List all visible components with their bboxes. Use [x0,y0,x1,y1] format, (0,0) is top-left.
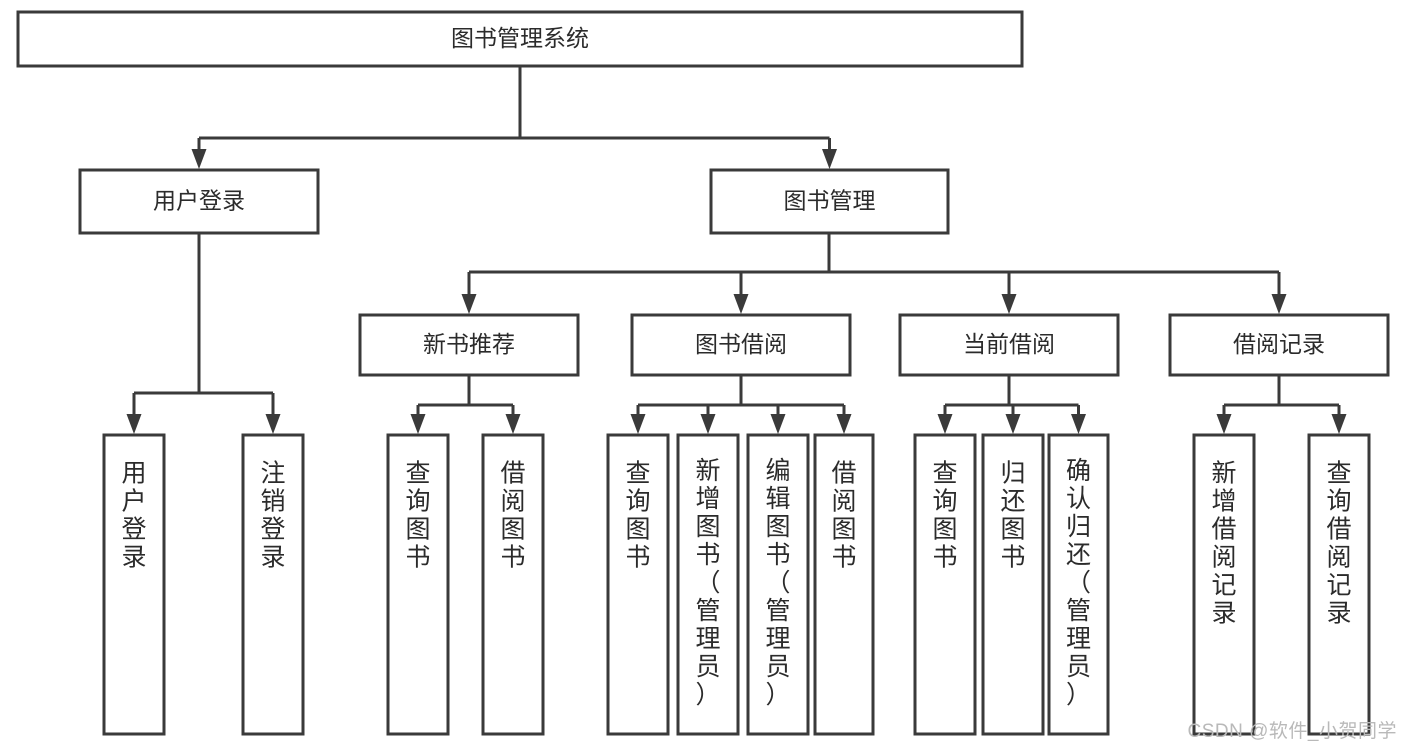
arrow-head [1005,414,1021,434]
arrow-head [937,414,953,434]
node-leaf_9[interactable]: 归还图书 [981,433,1045,736]
node-box[interactable] [746,433,810,736]
node-leaf_10[interactable]: 确认归还（管理员） [1047,433,1110,736]
node-leaf_6[interactable]: 编辑图书（管理员） [746,433,810,736]
node-box[interactable] [630,313,852,377]
node-label: 查询图书 [932,460,957,572]
arrow-head [1216,414,1232,434]
arrow-head [126,414,142,434]
node-box[interactable] [16,10,1024,68]
node-label: 图书管理 [784,188,876,214]
node-label: 新增图书（管理员） [695,457,720,709]
arrow-head [822,149,837,169]
arrow-head [1331,414,1347,434]
node-box[interactable] [813,433,875,736]
node-box[interactable] [981,433,1045,736]
node-box[interactable] [358,313,580,377]
arrow-head [410,414,426,434]
arrow-head [836,414,852,434]
node-leaf_8[interactable]: 查询图书 [913,433,977,736]
node-l2_1[interactable]: 图书借阅 [630,313,852,377]
node-leaf_5[interactable]: 新增图书（管理员） [676,433,740,736]
node-box[interactable] [78,168,320,235]
node-label: 当前借阅 [963,331,1055,357]
node-leaf_7[interactable]: 借阅图书 [813,433,875,736]
node-box[interactable] [1307,433,1371,736]
arrow-head [630,414,646,434]
node-label: 借阅图书 [831,460,856,572]
node-label: 确认归还（管理员） [1066,457,1091,709]
node-label: 借阅记录 [1233,331,1325,357]
arrow-head [1001,294,1017,314]
node-box[interactable] [386,433,450,736]
node-box[interactable] [913,433,977,736]
node-label: 查询借阅记录 [1326,460,1351,628]
node-root[interactable]: 图书管理系统 [16,10,1024,68]
node-label: 借阅图书 [500,460,525,572]
arrow-head [265,414,281,434]
node-label: 新增借阅记录 [1211,460,1236,628]
node-label: 图书管理系统 [451,25,589,51]
arrow-head [700,414,716,434]
node-leaf_0[interactable]: 用户登录 [102,433,166,736]
node-label: 编辑图书（管理员） [765,457,790,709]
node-leaf_2[interactable]: 查询图书 [386,433,450,736]
node-label: 查询图书 [625,460,650,572]
node-leaf_1[interactable]: 注销登录 [241,433,305,736]
node-l1_0[interactable]: 用户登录 [78,168,320,235]
node-box[interactable] [241,433,305,736]
node-label: 注销登录 [260,460,285,572]
node-label: 图书借阅 [695,331,787,357]
node-leaf_4[interactable]: 查询图书 [606,433,670,736]
arrow-head [770,414,786,434]
node-box[interactable] [481,433,545,736]
node-l2_3[interactable]: 借阅记录 [1168,313,1390,377]
node-box[interactable] [1047,433,1110,736]
node-l2_0[interactable]: 新书推荐 [358,313,580,377]
node-box[interactable] [606,433,670,736]
node-box[interactable] [709,168,950,235]
node-box[interactable] [102,433,166,736]
node-label: 归还图书 [1000,460,1025,572]
arrow-head [1271,294,1287,314]
node-box[interactable] [1168,313,1390,377]
node-label: 用户登录 [153,188,245,214]
node-box[interactable] [898,313,1120,377]
node-box[interactable] [676,433,740,736]
node-label: 新书推荐 [423,331,515,357]
node-leaf_3[interactable]: 借阅图书 [481,433,545,736]
node-label: 用户登录 [121,460,146,572]
arrow-head [461,294,477,314]
node-box[interactable] [1192,433,1256,736]
node-l1_1[interactable]: 图书管理 [709,168,950,235]
node-l2_2[interactable]: 当前借阅 [898,313,1120,377]
node-label: 查询图书 [405,460,430,572]
node-layer: 图书管理系统用户登录图书管理新书推荐图书借阅当前借阅借阅记录用户登录注销登录查询… [16,10,1390,736]
arrow-head [191,149,207,169]
arrow-head [505,414,521,434]
node-leaf_12[interactable]: 查询借阅记录 [1307,433,1371,736]
arrow-head [1071,414,1086,434]
connector-layer [126,66,1347,434]
node-leaf_11[interactable]: 新增借阅记录 [1192,433,1256,736]
arrow-head [733,294,749,314]
